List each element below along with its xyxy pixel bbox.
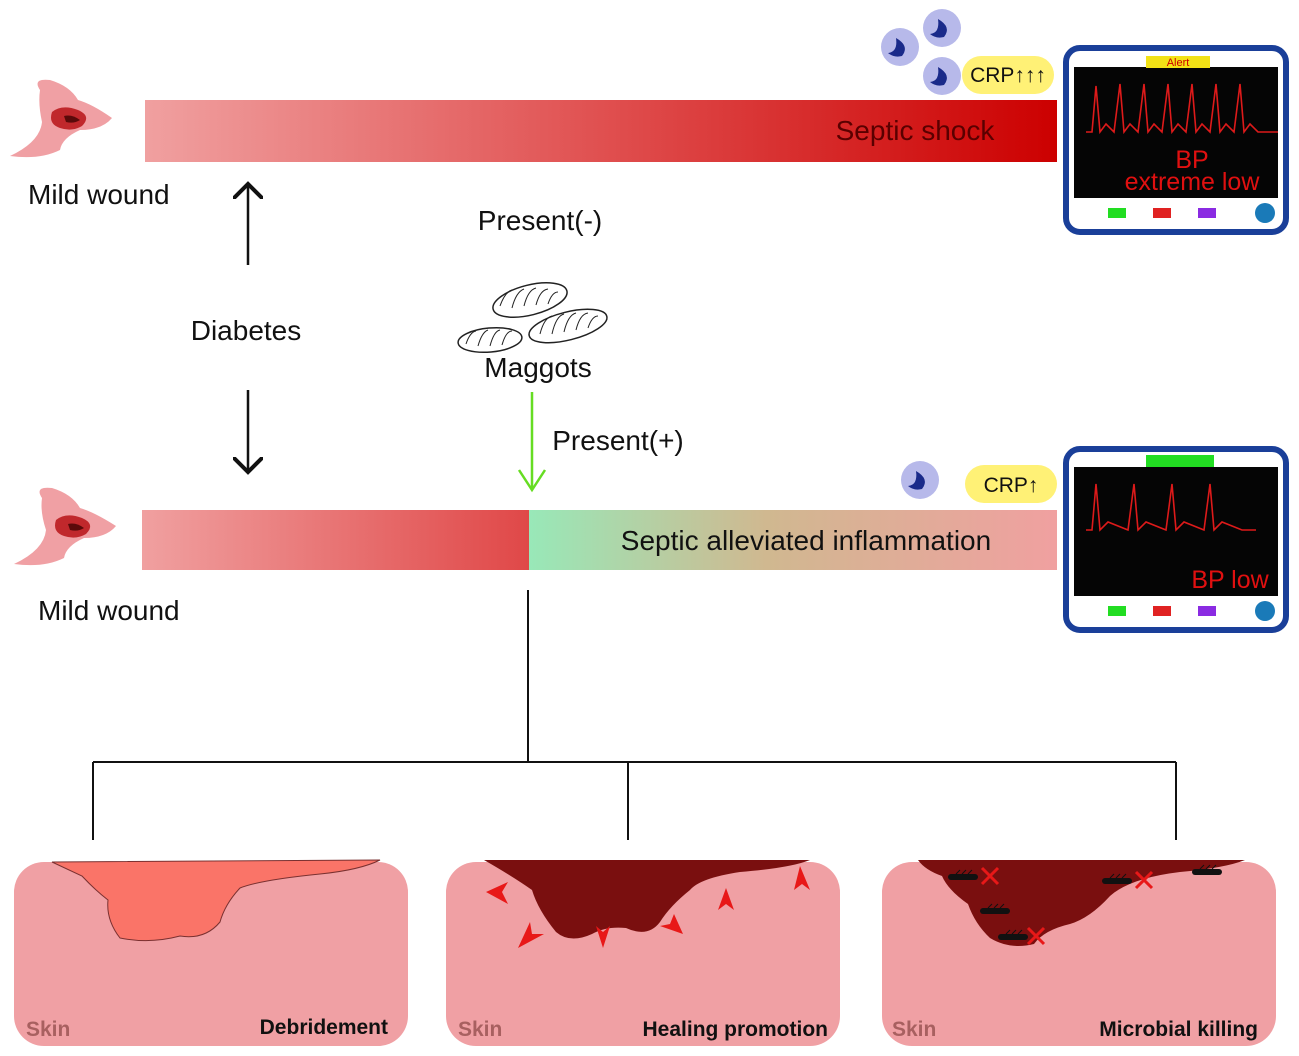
immune-cell-icon	[923, 9, 961, 47]
vital-monitor-top: Alert BP extreme low	[1063, 45, 1289, 235]
monitor-button-red	[1153, 208, 1171, 218]
bottom-mild-wound-label: Mild wound	[38, 595, 180, 626]
bacteria-icon	[980, 903, 1010, 914]
immune-cell-icon	[881, 28, 919, 66]
crp-low-label: CRP↑	[984, 474, 1039, 497]
tree-connector	[92, 590, 1177, 840]
wound-tissue	[484, 860, 810, 939]
top-progress-bar	[145, 100, 1057, 162]
present-negative-label: Present(-)	[478, 205, 602, 236]
monitor-button-green	[1108, 208, 1126, 218]
crp-badge-top	[962, 56, 1054, 94]
panel-debridement: Skin Debridement	[14, 859, 408, 1046]
skin-label: Skin	[458, 1018, 502, 1041]
top-mild-wound-label: Mild wound	[28, 179, 170, 210]
monitor-button-green	[1108, 606, 1126, 616]
panel-title: Healing promotion	[643, 1018, 829, 1041]
vital-monitor-bottom: BP low	[1063, 446, 1289, 633]
immune-cell-icon	[923, 57, 961, 95]
bp-label-line1: BP	[1175, 146, 1208, 174]
monitor-button-purple	[1198, 606, 1216, 616]
ecg-trace-slow	[1086, 483, 1256, 532]
diabetes-label: Diabetes	[191, 315, 302, 346]
status-indicator	[1146, 455, 1214, 467]
wound-tissue	[918, 860, 1245, 946]
bacteria-icon	[948, 866, 1000, 886]
monitor-knob	[1255, 601, 1275, 621]
growth-arrowheads	[486, 866, 810, 948]
immune-cell-icon	[901, 461, 939, 499]
green-arrow	[517, 392, 547, 493]
crp-badge-bottom	[965, 465, 1057, 503]
septic-alleviated-label: Septic alleviated inflammation	[621, 525, 991, 556]
bottom-progress-bar-right	[529, 510, 1057, 570]
septic-shock-label: Septic shock	[836, 115, 996, 146]
wound-debris	[51, 859, 381, 942]
top-wound-icon	[10, 79, 112, 158]
skin-label: Skin	[26, 1018, 70, 1041]
alert-label: Alert	[1167, 57, 1190, 69]
bottom-progress-bar-left	[142, 510, 529, 570]
bp-label-line2: extreme low	[1125, 168, 1261, 196]
bottom-wound-icon	[14, 487, 116, 566]
skin-label: Skin	[892, 1018, 936, 1041]
bacteria-icon	[998, 926, 1046, 946]
ecg-trace	[1086, 83, 1278, 135]
maggots-icon	[457, 282, 608, 354]
crp-high-label: CRP↑↑↑	[970, 64, 1046, 87]
bp-low-label: BP low	[1191, 566, 1269, 594]
bacteria-icon	[1192, 864, 1222, 875]
bacteria-icon	[1102, 870, 1154, 890]
panel-title: Debridement	[260, 1016, 388, 1039]
maggots-label: Maggots	[484, 352, 591, 383]
panel-healing-promotion: Skin Healing promotion	[446, 860, 840, 1046]
panel-title: Microbial killing	[1099, 1018, 1258, 1041]
monitor-button-purple	[1198, 208, 1216, 218]
monitor-knob	[1255, 203, 1275, 223]
present-positive-label: Present(+)	[552, 425, 684, 456]
alert-indicator	[1146, 56, 1210, 68]
monitor-button-red	[1153, 606, 1171, 616]
panel-microbial-killing: Skin Microbial killing	[882, 860, 1276, 1046]
